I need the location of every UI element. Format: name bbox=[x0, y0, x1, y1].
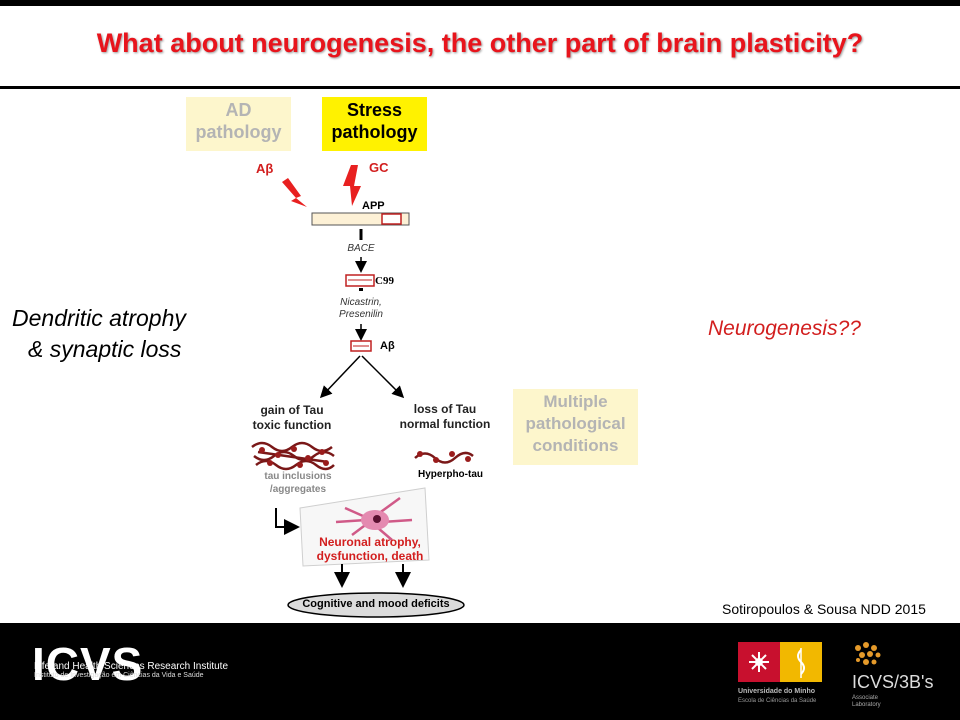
icvs-subtitle: Life and Health Sciences Research Instit… bbox=[34, 661, 228, 672]
neuronal-line2: dysfunction, death bbox=[316, 549, 424, 563]
uminho-label: Universidade do Minho bbox=[738, 688, 816, 695]
gain-tau-label: gain of Tau toxic function bbox=[236, 403, 348, 433]
icvs-logo: ICVS bbox=[32, 638, 144, 690]
c99-dash bbox=[359, 288, 363, 291]
stress-box-line1: Stress bbox=[346, 100, 403, 120]
lightning-bolt-gc-icon bbox=[343, 165, 361, 206]
nicastrin-label: Nicastrin, Presenilin bbox=[328, 297, 394, 321]
aggregates-arrow bbox=[275, 508, 300, 535]
loss-line1: loss of Tau bbox=[413, 402, 477, 416]
ad-pathology-box: AD pathology bbox=[186, 97, 291, 151]
abeta-product-label: Aβ bbox=[380, 340, 395, 352]
neuronal-line1: Neuronal atrophy, bbox=[319, 535, 421, 549]
abeta-label: Aβ bbox=[256, 161, 274, 176]
deficits-ellipse bbox=[287, 592, 465, 618]
app-abeta-segment bbox=[381, 213, 402, 225]
hyperpho-tau-label: Hyperpho-tau bbox=[418, 469, 483, 480]
tau-inclusions-label: tau inclusions /aggregates bbox=[248, 470, 348, 496]
title-divider bbox=[0, 86, 960, 89]
gain-line1: gain of Tau bbox=[260, 403, 324, 417]
top-bar bbox=[0, 0, 960, 6]
stress-box-line2: pathology bbox=[331, 122, 418, 142]
left-text-line2: & synaptic loss bbox=[28, 336, 182, 362]
hyperpho-tau-icon bbox=[414, 451, 474, 464]
ad-box-line2: pathology bbox=[195, 122, 282, 142]
icvs3b-dots-icon bbox=[855, 642, 881, 665]
multi-line2: pathological bbox=[525, 414, 626, 433]
neurogenesis-question: Neurogenesis?? bbox=[708, 317, 861, 340]
slide-title: What about neurogenesis, the other part … bbox=[96, 28, 864, 58]
multiple-conditions-box: Multiple pathological conditions bbox=[513, 389, 638, 465]
gain-line2: toxic function bbox=[252, 418, 332, 432]
nicastrin-line1: Nicastrin, bbox=[340, 297, 382, 308]
multi-line3: conditions bbox=[532, 436, 619, 455]
gc-label: GC bbox=[369, 160, 389, 175]
deficits-label: Cognitive and mood deficits bbox=[302, 598, 450, 610]
multi-line1: Multiple bbox=[543, 392, 608, 411]
tau-inclusions-line2: /aggregates bbox=[269, 484, 327, 495]
icvs3b-logo-text: ICVS/3B's bbox=[852, 672, 934, 692]
neuron-icon bbox=[335, 496, 413, 541]
bace-label: BACE bbox=[347, 243, 375, 254]
split-arrow-left bbox=[319, 355, 361, 399]
lightning-bolt-abeta-icon bbox=[282, 178, 307, 207]
split-arrow-right bbox=[361, 355, 405, 399]
loss-line2: normal function bbox=[399, 417, 491, 431]
ad-box-line1: AD bbox=[225, 100, 252, 120]
neuronal-atrophy-label: Neuronal atrophy, dysfunction, death bbox=[307, 535, 433, 563]
app-label: APP bbox=[362, 200, 385, 212]
uminho-logo bbox=[738, 642, 822, 682]
uminho-subtitle: Escola de Ciências da Saúde bbox=[738, 698, 817, 704]
left-text-line1: Dendritic atrophy bbox=[12, 305, 186, 331]
c99-label: C99 bbox=[375, 275, 394, 287]
citation: Sotiropoulos & Sousa NDD 2015 bbox=[722, 601, 926, 617]
stress-pathology-box: Stress pathology bbox=[322, 97, 427, 151]
icvs-subtitle-pt: Instituto de Investigação em Ciências da… bbox=[34, 672, 204, 679]
loss-tau-label: loss of Tau normal function bbox=[386, 402, 504, 432]
associate-lab-text: Associate Laboratory bbox=[852, 695, 881, 708]
tau-inclusions-line1: tau inclusions bbox=[264, 471, 332, 482]
nicastrin-line2: Presenilin bbox=[339, 309, 383, 320]
